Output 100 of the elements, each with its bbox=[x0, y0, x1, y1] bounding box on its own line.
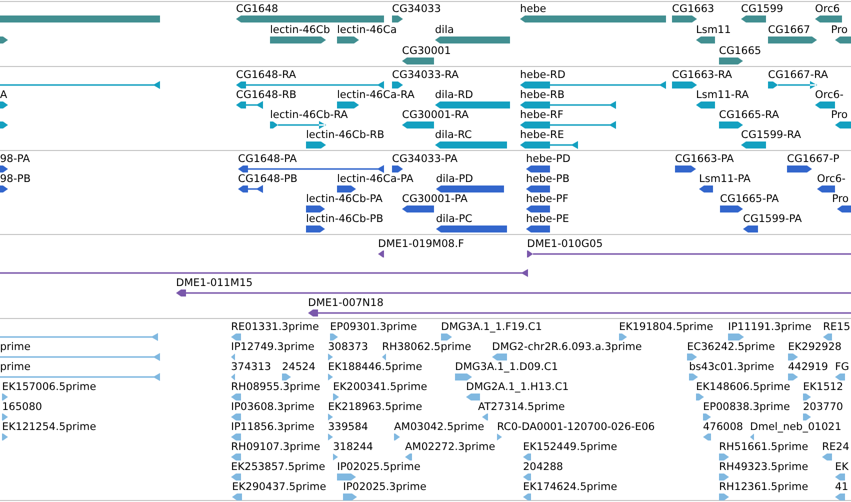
feature-label: EK290437.5prime bbox=[232, 481, 326, 493]
feature-label: EC36242.5prime bbox=[687, 341, 775, 353]
feature-label: hebe-RE bbox=[520, 129, 564, 141]
feature-label: lectin-46Cb-RB bbox=[306, 129, 384, 141]
feature-label: DME1-011M15 bbox=[176, 277, 253, 289]
feature-label: dila-RD bbox=[435, 89, 474, 101]
feature-label: lectin-46Ca-RA bbox=[337, 89, 415, 101]
feature-label: IP03608.3prime bbox=[231, 401, 314, 413]
feature-label: IP11856.3prime bbox=[231, 421, 314, 433]
feature-label: Pro bbox=[831, 109, 848, 121]
feature-label: 476008 bbox=[703, 421, 744, 433]
feature-label: prime bbox=[0, 341, 31, 353]
feature-label: Lsm11 bbox=[696, 24, 731, 36]
feature-label: Lsm11-PA bbox=[699, 173, 751, 185]
feature-label: CG30001-PA bbox=[402, 193, 468, 205]
feature-label: CG1667-P bbox=[787, 153, 840, 165]
feature-label: 374313 bbox=[231, 361, 272, 373]
feature-label: EK1512 bbox=[803, 381, 844, 393]
feature-label: lectin-46Cb-PA bbox=[306, 193, 383, 205]
feature-label: EK148606.5prime bbox=[696, 381, 790, 393]
feature-label: hebe-PB bbox=[526, 173, 570, 185]
feature-label: CG1648-RB bbox=[236, 89, 296, 101]
feature-label: dila-RC bbox=[435, 129, 472, 141]
feature-label: Pro bbox=[831, 24, 848, 36]
feature-label: 442919 bbox=[788, 361, 828, 373]
feature-label: EK157006.5prime bbox=[2, 381, 96, 393]
feature-label: CG1599 bbox=[741, 3, 784, 15]
feature-label: RE24 bbox=[822, 441, 850, 453]
feature-label: RH38062.5prime bbox=[382, 341, 472, 353]
feature-label: CG34033-RA bbox=[392, 69, 459, 81]
feature-label: 24524 bbox=[282, 361, 316, 373]
feature-label: RE01331.3prime bbox=[231, 321, 319, 333]
feature-label: EK121254.5prime bbox=[2, 421, 96, 433]
feature-label: EK188446.5prime bbox=[328, 361, 422, 373]
feature-label: EK292928 bbox=[788, 341, 842, 353]
feature-label: DME1-019M08.F bbox=[378, 238, 464, 250]
feature-label: 98-PB bbox=[0, 173, 31, 185]
feature-label: 98-PA bbox=[0, 153, 30, 165]
feature-label: hebe-RD bbox=[520, 69, 566, 81]
feature-label: Orc6- bbox=[815, 89, 844, 101]
feature-label: 308373 bbox=[328, 341, 368, 353]
feature-label: EK174624.5prime bbox=[523, 481, 618, 493]
feature-label: Orc6- bbox=[817, 173, 846, 185]
feature-label: CG1599-RA bbox=[741, 129, 802, 141]
feature-label: CG34033-PA bbox=[392, 153, 458, 165]
feature-label: CG30001-RA bbox=[402, 109, 469, 121]
feature-label: lectin-46Ca-PA bbox=[337, 173, 414, 185]
feature-label: 204288 bbox=[523, 461, 564, 473]
feature-label: hebe-PD bbox=[526, 153, 570, 165]
feature-label: dila-PD bbox=[436, 173, 474, 185]
feature-label: FG bbox=[835, 361, 850, 373]
feature-label: CG1648-PB bbox=[238, 173, 298, 185]
feature-label: prime bbox=[0, 361, 31, 373]
feature-label: Pro bbox=[832, 193, 849, 205]
feature-label: EP00838.3prime bbox=[703, 401, 790, 413]
feature-label: CG1667-RA bbox=[768, 69, 828, 81]
feature-label: CG1648 bbox=[236, 3, 278, 15]
feature-label: CG1599-PA bbox=[743, 213, 802, 225]
feature-label: CG1648-PA bbox=[238, 153, 297, 165]
feature-label: 165080 bbox=[2, 401, 42, 413]
feature-label: DMG3A.1_1.D09.C1 bbox=[455, 361, 558, 373]
feature-label: CG1663-PA bbox=[675, 153, 734, 165]
feature-label: 203770 bbox=[803, 401, 844, 413]
feature-label: RH08955.3prime bbox=[231, 381, 320, 393]
feature-label: IP12749.3prime bbox=[231, 341, 314, 353]
feature-label: EK152449.5prime bbox=[523, 441, 618, 453]
feature-label: AM02272.3prime bbox=[405, 441, 496, 453]
feature-label: 318244 bbox=[333, 441, 374, 453]
feature-label: CG34033 bbox=[392, 3, 441, 15]
feature-label: IP02025.5prime bbox=[337, 461, 420, 473]
feature-label: lectin-46Cb-PB bbox=[306, 213, 384, 225]
feature-label: hebe bbox=[520, 3, 546, 15]
feature-label: CG1663 bbox=[672, 3, 714, 15]
feature-label: EK218963.5prime bbox=[328, 401, 422, 413]
feature-label: CG1648-RA bbox=[236, 69, 296, 81]
feature-label: hebe-PF bbox=[526, 193, 568, 205]
feature-label: Orc6 bbox=[815, 3, 840, 15]
feature-label: CG1665-RA bbox=[719, 109, 780, 121]
feature-label: CG1667 bbox=[768, 24, 810, 36]
feature-label: EP09301.3prime bbox=[330, 321, 417, 333]
feature-label: CG1663-RA bbox=[672, 69, 732, 81]
feature-label: 339584 bbox=[328, 421, 368, 433]
feature-label: EK200341.5prime bbox=[333, 381, 428, 393]
feature-label: bs43c01.3prime bbox=[689, 361, 774, 373]
feature-label: CG1665-PA bbox=[720, 193, 779, 205]
feature-label: RH51661.5prime bbox=[719, 441, 808, 453]
feature-label: Dmel_neb_01021 bbox=[750, 421, 842, 433]
feature-label: EK253857.5prime bbox=[231, 461, 326, 473]
feature-label: RE15 bbox=[823, 321, 850, 333]
feature-label: DME1-010G05 bbox=[527, 238, 603, 250]
feature-label: dila-PC bbox=[436, 213, 472, 225]
feature-label: DME1-007N18 bbox=[308, 297, 384, 309]
feature-label: EK bbox=[835, 461, 849, 473]
feature-label: DMG2-chr2R.6.093.a.3prime bbox=[492, 341, 642, 353]
feature-label: A bbox=[0, 89, 8, 101]
feature-label: CG1665 bbox=[719, 45, 762, 57]
feature-label: Lsm11-RA bbox=[696, 89, 749, 101]
feature-label: RH12361.5prime bbox=[719, 481, 808, 493]
feature-label: RC0-DA0001-120700-026-E06 bbox=[497, 421, 655, 433]
feature-label: IP02025.3prime bbox=[343, 481, 426, 493]
